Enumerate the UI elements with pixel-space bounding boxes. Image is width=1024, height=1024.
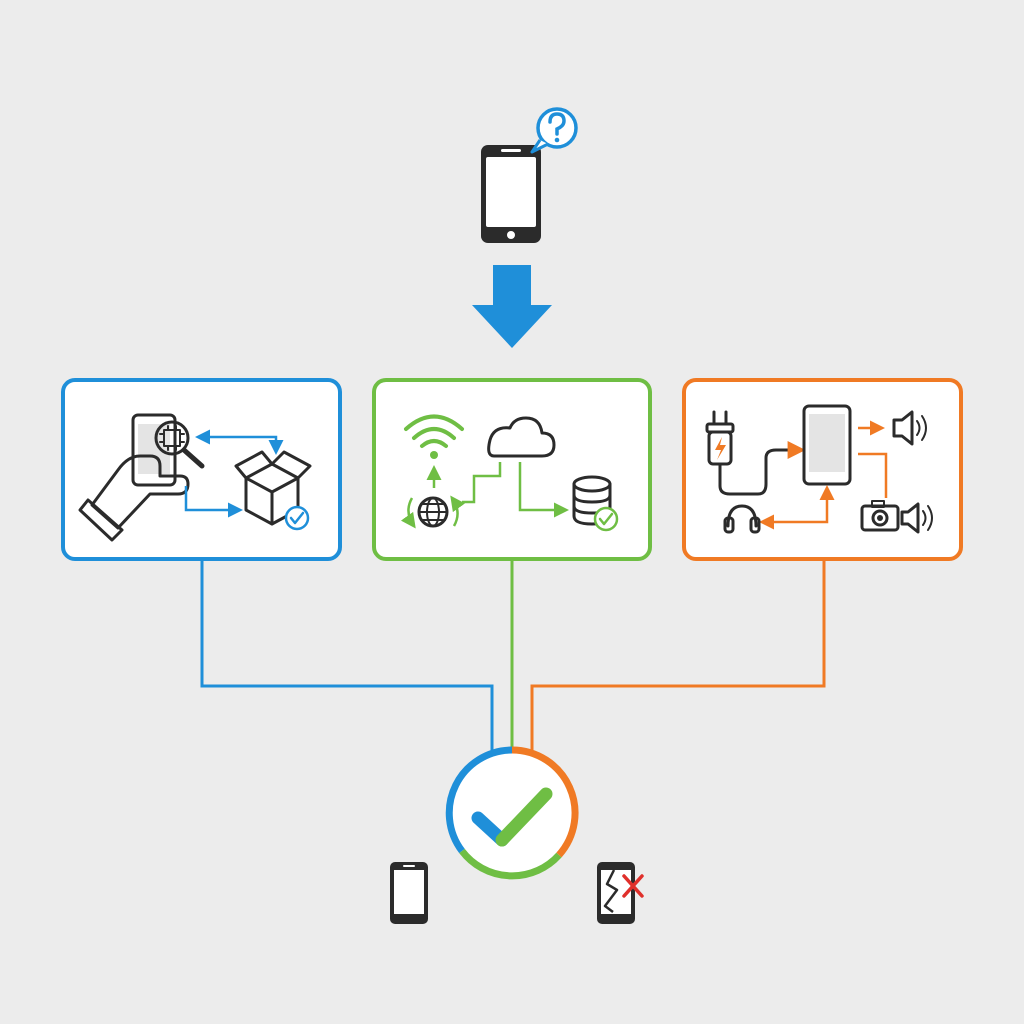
result-ring-orange: [511, 746, 579, 858]
panel-hardware-inspection: [61, 378, 342, 561]
magnifier-chip-icon: [154, 420, 205, 469]
orange-line-to-camera: [858, 452, 888, 498]
result-ring-blue: [445, 746, 513, 854]
cracked-phone-x-icon: [597, 862, 644, 924]
orange-connector-line: [530, 560, 826, 752]
result-ring-green: [459, 848, 562, 880]
blue-flow-arrow-bottom: [184, 486, 243, 518]
panel-charging-audio-camera: [682, 378, 963, 561]
camera-speaker-icon: [900, 502, 933, 534]
speaker-icon: [892, 410, 927, 446]
orange-arrow-to-headphones: [759, 485, 835, 530]
intact-phone-icon: [390, 862, 428, 924]
database-check-icon: [572, 475, 619, 532]
blue-flow-arrow-top: [195, 429, 284, 455]
wifi-icon: [404, 414, 464, 459]
down-arrow-icon: [472, 265, 552, 348]
green-flow-arrow-to-db: [518, 462, 569, 518]
question-bubble-icon: [530, 107, 578, 154]
headphones-icon: [723, 504, 761, 534]
smartphone-question-icon: [481, 107, 578, 243]
checkmark-icon: [471, 787, 553, 847]
panel-connectivity-sync: [372, 378, 652, 561]
open-box-check-icon: [234, 450, 312, 531]
smartphone-icon: [802, 404, 852, 486]
result-check-circle: [445, 746, 579, 880]
blue-connector-line: [200, 560, 494, 752]
green-flow-line-left: [462, 462, 502, 504]
camera-icon: [860, 500, 900, 532]
globe-sync-icon: [400, 495, 466, 529]
cloud-icon: [487, 416, 556, 458]
